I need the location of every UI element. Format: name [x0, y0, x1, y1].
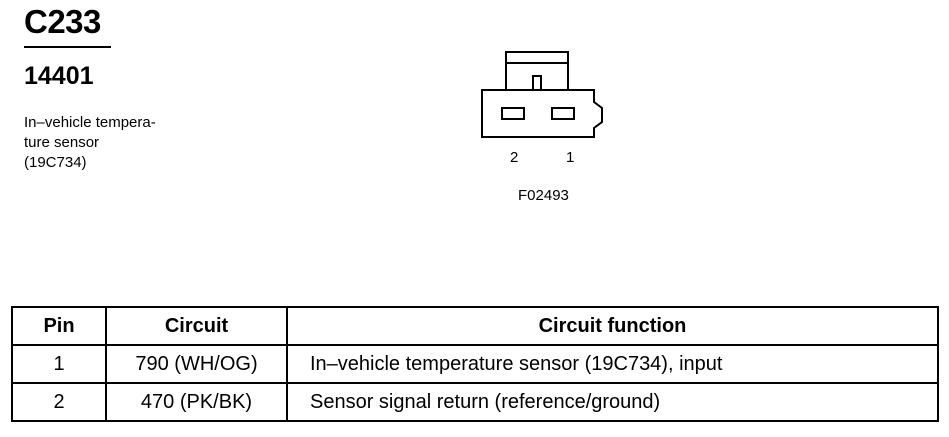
connector-face-diagram	[481, 51, 603, 138]
tab-latch	[532, 75, 542, 91]
header-function: Circuit function	[286, 306, 939, 346]
header-pin: Pin	[11, 306, 107, 346]
figure-id: F02493	[518, 187, 569, 204]
header-circuit: Circuit	[105, 306, 288, 346]
description-line: In–vehicle tempera-	[24, 114, 156, 131]
connector-housing	[481, 89, 603, 138]
description-line: (19C734)	[24, 154, 87, 171]
pin-label-1: 1	[566, 149, 575, 166]
connector-id: C233	[24, 3, 101, 40]
table-row: 2 470 (PK/BK) Sensor signal return (refe…	[11, 382, 939, 422]
cell-pin: 1	[11, 344, 107, 384]
part-number: 14401	[24, 62, 94, 90]
cell-circuit: 790 (WH/OG)	[105, 344, 288, 384]
cell-function: In–vehicle temperature sensor (19C734), …	[286, 344, 939, 384]
connector-description: In–vehicle tempera- ture sensor (19C734)	[24, 113, 224, 173]
table-header-row: Pin Circuit Circuit function	[11, 306, 939, 346]
pinout-table: Pin Circuit Circuit function 1 790 (WH/O…	[11, 306, 939, 422]
cell-pin: 2	[11, 382, 107, 422]
pin-label-2: 2	[510, 149, 519, 166]
pin-1-cavity	[551, 107, 575, 120]
table-row: 1 790 (WH/OG) In–vehicle temperature sen…	[11, 344, 939, 384]
title-rule	[24, 46, 111, 48]
pin-2-cavity	[501, 107, 525, 120]
description-line: ture sensor	[24, 134, 100, 151]
locking-tab	[505, 51, 569, 91]
cell-circuit: 470 (PK/BK)	[105, 382, 288, 422]
cell-function: Sensor signal return (reference/ground)	[286, 382, 939, 422]
